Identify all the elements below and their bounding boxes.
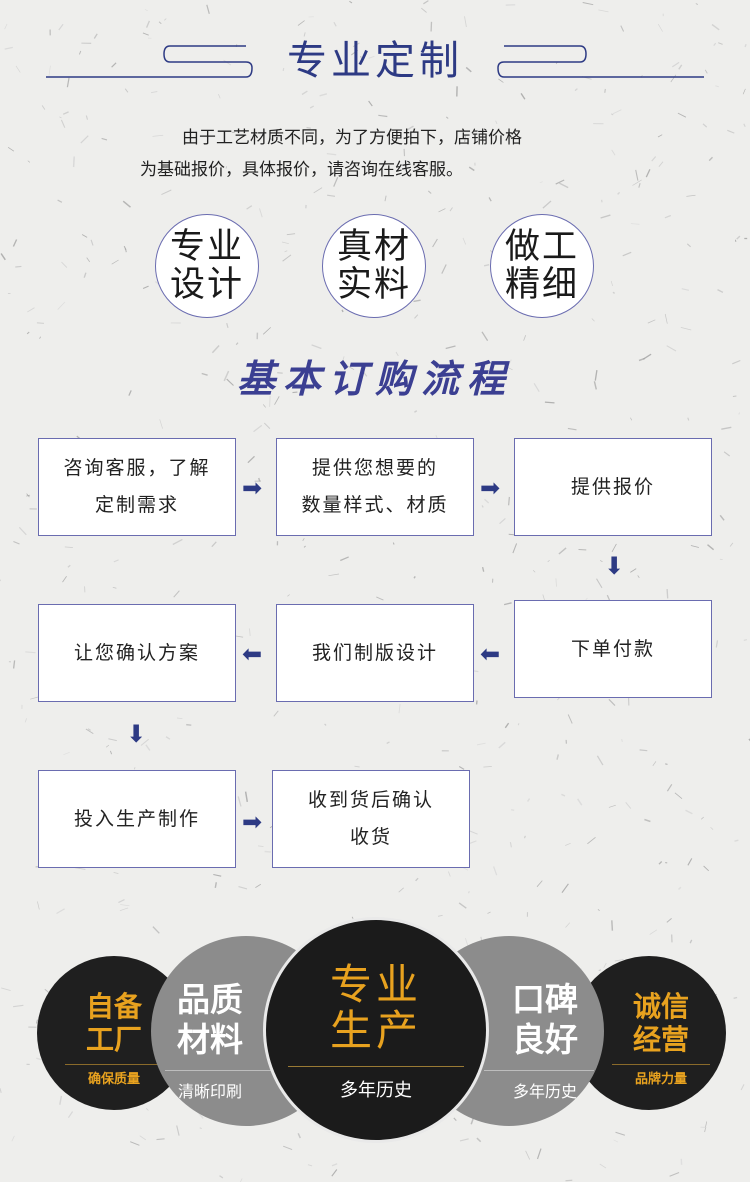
flow-step-consult: 咨询客服，了解 定制需求 — [38, 438, 236, 536]
badge-line: 工厂 — [85, 1023, 142, 1056]
feature-circle-craft: 做工 精细 — [490, 214, 594, 318]
feature-line: 实料 — [336, 265, 411, 305]
badge-subtitle: 品牌力量 — [634, 1072, 687, 1087]
feature-circle-design: 专业 设计 — [155, 214, 259, 318]
arrow-down-icon: ⬇ — [126, 720, 147, 748]
arrow-right-icon: ➡ — [480, 474, 501, 502]
badge-line: 生产 — [329, 1006, 422, 1055]
arrow-right-icon: ➡ — [242, 474, 263, 502]
badge-professional-production: 专业 生产 多年历史 — [266, 920, 486, 1140]
flow-step-receive: 收到货后确认 收货 — [272, 770, 470, 868]
intro-text: 由于工艺材质不同，为了方便拍下，店铺价格 为基础报价，具体报价，请咨询在线客服。 — [140, 122, 620, 186]
step-line: 提供报价 — [570, 475, 655, 498]
badge-divider — [288, 1066, 464, 1067]
badge-divider — [65, 1064, 163, 1065]
step-line: 我们制版设计 — [311, 641, 438, 664]
badge-subtitle: 多年历史 — [340, 1080, 412, 1101]
header-right-ornament — [497, 45, 704, 78]
badge-line: 经营 — [632, 1023, 689, 1056]
step-line: 提供您想要的 — [311, 457, 438, 479]
badge-line: 口碑 — [512, 980, 578, 1019]
feature-circle-material: 真材 实料 — [322, 214, 426, 318]
badge-line: 自备 — [85, 990, 142, 1023]
flow-step-pay: 下单付款 — [514, 600, 712, 698]
badge-divider — [484, 1070, 594, 1071]
badge-divider — [165, 1070, 275, 1071]
badge-subtitle: 清晰印刷 — [177, 1082, 242, 1101]
flow-title: 基本订购流程 — [236, 356, 513, 401]
step-line: 让您确认方案 — [73, 641, 200, 664]
step-line: 定制需求 — [94, 494, 179, 516]
feature-line: 专业 — [169, 227, 244, 267]
intro-line-1: 由于工艺材质不同，为了方便拍下，店铺价格 — [182, 128, 522, 148]
flow-step-provide-specs: 提供您想要的 数量样式、材质 — [276, 438, 474, 536]
badge-line: 良好 — [512, 1020, 578, 1059]
feature-line: 精细 — [504, 265, 579, 305]
arrow-left-icon: ⬅ — [242, 640, 263, 668]
badge-subtitle: 多年历史 — [512, 1082, 577, 1101]
step-line: 收到货后确认 — [307, 789, 434, 811]
arrow-down-icon: ⬇ — [604, 552, 625, 580]
arrow-right-icon: ➡ — [242, 808, 263, 836]
badge-divider — [612, 1064, 710, 1065]
page-title: 专业定制 — [287, 38, 463, 84]
feature-line: 做工 — [504, 227, 579, 267]
intro-line-2: 为基础报价，具体报价，请咨询在线客服。 — [140, 160, 463, 180]
flow-step-confirm-plan: 让您确认方案 — [38, 604, 236, 702]
feature-line: 设计 — [169, 265, 244, 305]
step-line: 收货 — [349, 826, 392, 848]
badge-line: 诚信 — [632, 990, 689, 1023]
step-line: 咨询客服，了解 — [63, 457, 211, 479]
step-line: 下单付款 — [570, 637, 655, 660]
step-line: 投入生产制作 — [73, 807, 200, 830]
badge-line: 品质 — [177, 980, 243, 1019]
arrow-left-icon: ⬅ — [480, 640, 501, 668]
flow-step-quote: 提供报价 — [514, 438, 712, 536]
flow-step-design: 我们制版设计 — [276, 604, 474, 702]
badge-subtitle: 确保质量 — [87, 1072, 140, 1087]
flow-step-production: 投入生产制作 — [38, 770, 236, 868]
step-line: 数量样式、材质 — [301, 494, 449, 516]
header-left-ornament — [46, 45, 253, 78]
feature-line: 真材 — [336, 227, 411, 267]
badge-line: 专业 — [329, 960, 422, 1009]
